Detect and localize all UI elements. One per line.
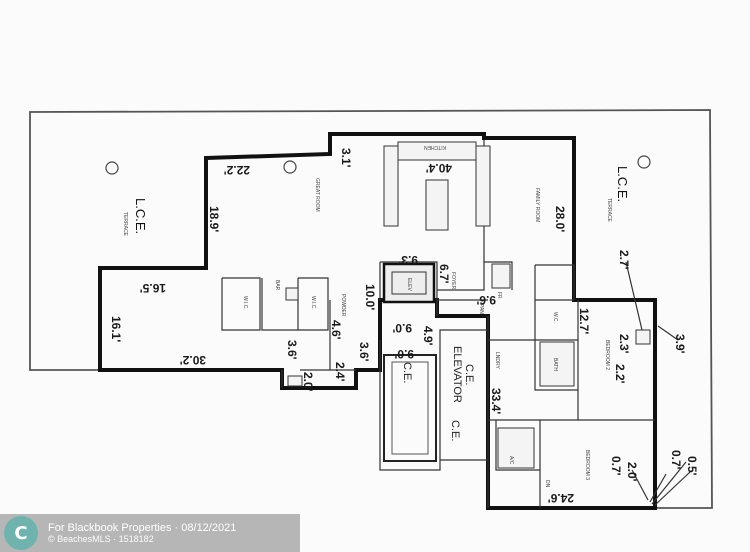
room-laundry: LNDRY xyxy=(494,352,500,370)
dim: 9.6' xyxy=(476,293,496,307)
dim: 18.9' xyxy=(207,206,221,232)
mls-watermark: C For Blackbook Properties · 08/12/2021 … xyxy=(0,514,300,552)
ce-label-b: C.E. xyxy=(449,420,461,441)
dimension-leaders xyxy=(625,261,691,507)
dim: 33.4' xyxy=(489,388,503,414)
dim: 22.2' xyxy=(224,163,250,177)
bedroom-closet xyxy=(491,263,511,289)
elevator-ce-sub: C.E. xyxy=(463,364,475,385)
dim: 3.6' xyxy=(285,340,299,360)
room-family-room: FAMILY ROOM xyxy=(534,188,540,222)
interior-walls xyxy=(221,140,655,508)
terrace-left-label: TERRACE xyxy=(122,212,128,237)
watermark-line-1: For Blackbook Properties · 08/12/2021 xyxy=(48,522,237,534)
room-ac: A/C xyxy=(508,456,514,465)
unit-wall xyxy=(98,132,657,510)
kitchen-counter-right xyxy=(475,145,491,227)
room-foyer: FOYER xyxy=(450,272,456,290)
light-fixture xyxy=(105,161,119,175)
dim: 2.2' xyxy=(613,364,627,384)
dim: 16.5' xyxy=(140,281,166,295)
light-fixture xyxy=(283,160,297,174)
dim: 28.0' xyxy=(553,206,567,232)
ce-box xyxy=(383,354,437,462)
dim: 0.5' xyxy=(685,456,699,476)
room-wic-2: W.I.C. xyxy=(310,296,316,310)
room-powder: POWDER xyxy=(340,294,346,317)
dim: 0.7' xyxy=(669,450,683,470)
stair-box xyxy=(287,375,303,387)
room-wc: W.C. xyxy=(552,312,558,323)
dim: 2.4' xyxy=(333,362,347,382)
terrace-left-area: L.C.E. xyxy=(133,198,148,234)
dim: 2.0' xyxy=(625,462,639,482)
room-bedroom-3: BEDROOM 3 xyxy=(584,450,590,480)
room-kitchen: KITCHEN xyxy=(424,144,446,150)
dim: 9.0' xyxy=(394,347,414,361)
room-great-room: GREAT ROOM xyxy=(314,178,320,212)
dim: 4.9' xyxy=(421,326,435,346)
dim: 9.0' xyxy=(392,321,412,335)
elevator-ce-title: ELEVATOR xyxy=(451,346,463,403)
light-fixture xyxy=(637,155,651,169)
dim: 10.0' xyxy=(363,284,377,310)
tub xyxy=(497,427,535,469)
room-bath: BATH xyxy=(552,358,558,371)
dim: 4.6' xyxy=(329,320,343,340)
room-elev: ELEV xyxy=(406,278,412,291)
dim: 12.7' xyxy=(577,308,591,334)
dim: 16.1' xyxy=(109,316,123,342)
brand-logo-icon: C xyxy=(4,516,38,550)
watermark-text: For Blackbook Properties · 08/12/2021 © … xyxy=(48,522,236,544)
ce-label-a: C.E. xyxy=(401,362,413,383)
watermark-line-2: © BeachesMLS · 1518182 xyxy=(48,534,154,544)
room-bedroom-2: BEDROOM 2 xyxy=(604,340,610,370)
dim: 2.7' xyxy=(617,250,631,270)
dim: 0.7' xyxy=(609,456,623,476)
room-wic: W.I.C. xyxy=(242,296,248,310)
room-dn: DN xyxy=(544,480,550,488)
dim: 40.4' xyxy=(426,161,452,175)
dim: 2.0' xyxy=(301,372,315,392)
kitchen-island xyxy=(425,179,449,231)
powder-fixture xyxy=(285,287,299,301)
room-pantry: PAN xyxy=(478,304,484,314)
terrace-right-area: L.C.E. xyxy=(615,166,630,202)
room-bar: BAR xyxy=(274,280,280,291)
ac-box xyxy=(635,329,651,345)
dim: 30.2' xyxy=(180,353,206,367)
dim: 3.9' xyxy=(673,334,687,354)
dim: 24.6' xyxy=(548,491,574,505)
dim: 2.3' xyxy=(617,334,631,354)
dim: 3.6' xyxy=(357,342,371,362)
room-fr: FR xyxy=(496,292,502,299)
dim: 6.7' xyxy=(437,264,451,284)
closet-2 xyxy=(539,341,575,387)
kitchen-counter xyxy=(383,145,399,227)
dim: 3.1' xyxy=(339,148,353,168)
ce-corridor xyxy=(379,329,488,471)
terrace-right-label: TERRACE xyxy=(606,198,612,223)
dim: 9.3' xyxy=(398,253,418,267)
